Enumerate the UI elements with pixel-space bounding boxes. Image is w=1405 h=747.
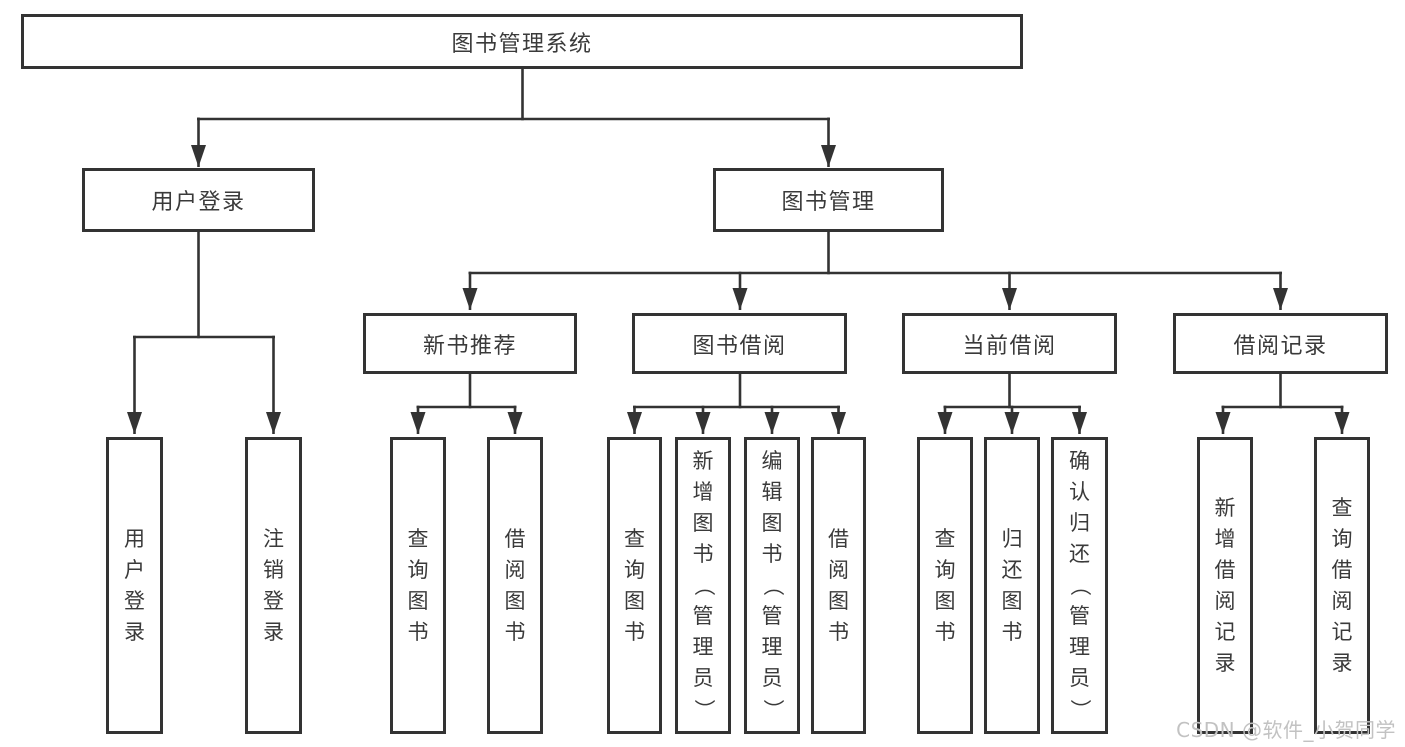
node-user-login-label: 用户登录: [151, 190, 246, 215]
node-leaf-cb-return-books: 归还图书: [984, 437, 1040, 734]
edges-new-book-rec-children: [410, 374, 523, 434]
node-current-borrow: 当前借阅: [902, 313, 1117, 374]
node-leaf-cb-query-books: 查询图书: [917, 437, 973, 734]
edges-book-borrow-children: [627, 374, 846, 434]
node-leaf-cb-confirm-return: 确认归还（管理员）: [1051, 437, 1108, 734]
node-leaf-bb-borrow-books-label: 借阅图书: [828, 526, 849, 644]
node-leaf-bb-query-books-label: 查询图书: [624, 526, 645, 644]
node-leaf-nb-borrow-books: 借阅图书: [487, 437, 543, 734]
node-leaf-bb-edit-books: 编辑图书（管理员）: [744, 437, 800, 734]
edges-current-borrow-children: [937, 374, 1087, 434]
node-leaf-br-query-record: 查询借阅记录: [1314, 437, 1370, 734]
node-leaf-cb-return-books-label: 归还图书: [1001, 526, 1023, 644]
node-user-login: 用户登录: [82, 168, 315, 232]
node-leaf-bb-query-books: 查询图书: [607, 437, 662, 734]
node-leaf-logout-label: 注销登录: [263, 526, 284, 644]
node-leaf-nb-query-books-label: 查询图书: [407, 526, 429, 644]
node-new-book-rec-label: 新书推荐: [422, 333, 517, 359]
edges-book-mgmt-to-level2: [462, 232, 1288, 310]
node-leaf-br-query-record-label: 查询借阅记录: [1331, 495, 1353, 675]
node-book-borrow: 图书借阅: [632, 313, 847, 374]
node-leaf-logout: 注销登录: [245, 437, 302, 734]
node-book-mgmt: 图书管理: [713, 168, 944, 232]
node-leaf-br-add-record-label: 新增借阅记录: [1214, 495, 1236, 675]
node-leaf-nb-borrow-books-label: 借阅图书: [504, 526, 526, 644]
node-leaf-br-add-record: 新增借阅记录: [1197, 437, 1253, 734]
edges-user-login-children: [127, 232, 281, 434]
node-root: 图书管理系统: [21, 14, 1023, 69]
node-new-book-rec: 新书推荐: [363, 313, 577, 374]
node-leaf-bb-borrow-books: 借阅图书: [811, 437, 866, 734]
node-root-label: 图书管理系统: [451, 31, 593, 57]
node-leaf-user-login-label: 用户登录: [124, 526, 145, 644]
node-leaf-bb-edit-books-label: 编辑图书（管理员）: [760, 449, 785, 720]
node-leaf-bb-add-books-label: 新增图书（管理员）: [691, 449, 716, 720]
node-book-borrow-label: 图书借阅: [692, 333, 787, 359]
node-leaf-nb-query-books: 查询图书: [390, 437, 446, 734]
node-leaf-bb-add-books: 新增图书（管理员）: [675, 437, 731, 734]
node-current-borrow-label: 当前借阅: [962, 333, 1057, 359]
node-leaf-cb-query-books-label: 查询图书: [934, 526, 956, 644]
watermark: CSDN @软件_小贺同学: [1176, 718, 1396, 742]
node-borrow-records: 借阅记录: [1173, 313, 1388, 374]
node-leaf-cb-confirm-return-label: 确认归还（管理员）: [1068, 449, 1092, 720]
node-book-mgmt-label: 图书管理: [781, 190, 876, 215]
edges-borrow-records-children: [1215, 374, 1350, 434]
node-leaf-user-login: 用户登录: [106, 437, 163, 734]
node-borrow-records-label: 借阅记录: [1233, 333, 1328, 359]
edges-root-to-level1: [191, 69, 836, 167]
